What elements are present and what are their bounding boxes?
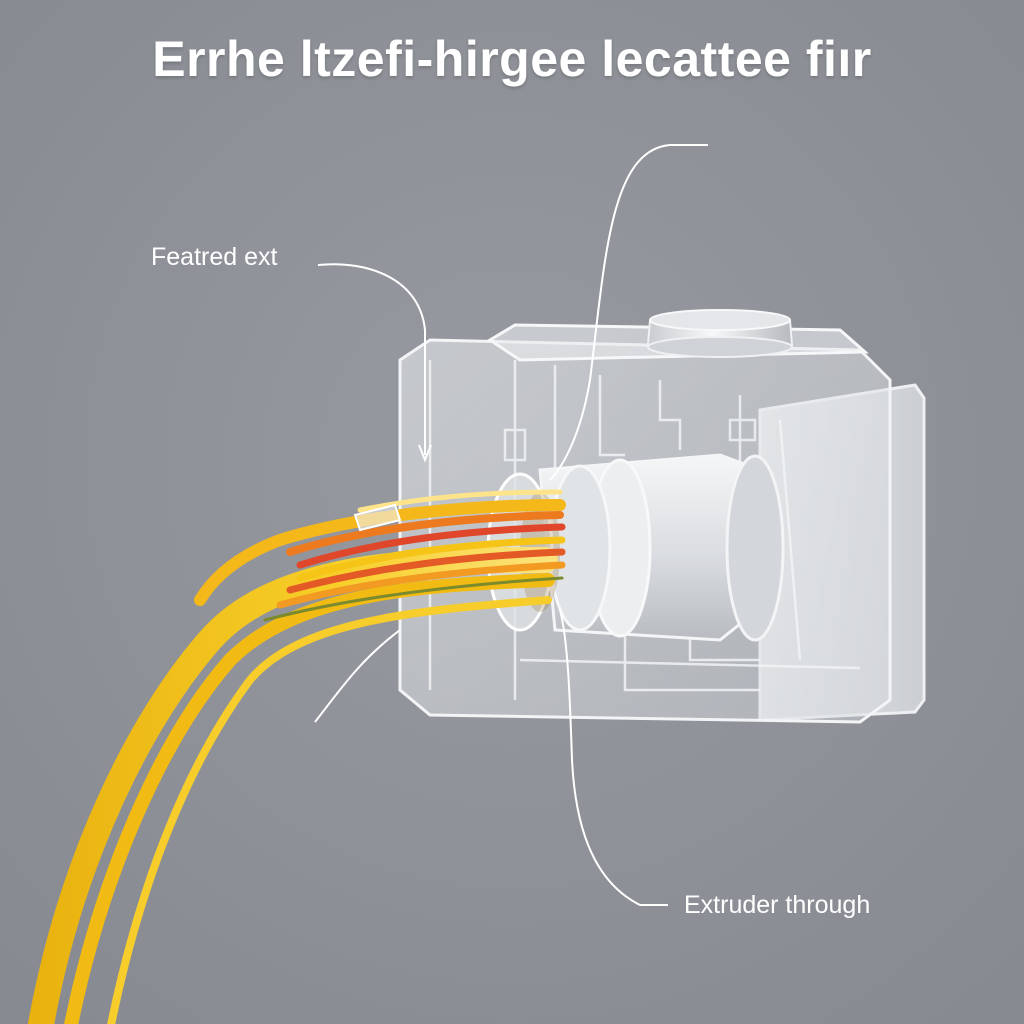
filament-guide-clip [353, 503, 402, 532]
leader-line-extruder [559, 609, 668, 906]
filament-strand [286, 511, 564, 556]
top-feed-cap [646, 309, 794, 358]
filament-strand [296, 536, 566, 582]
filament-strand [276, 561, 566, 609]
filament-strand [107, 596, 552, 1024]
page-title: Errhe ltzefi-hirgee lecattee fiır [152, 31, 872, 87]
leader-arrow-featured [418, 444, 432, 463]
callout-featured-ext: Featred ext [151, 243, 278, 271]
filament-strand [296, 523, 566, 569]
filament-bundle [27, 489, 566, 1024]
filament-strand [357, 489, 563, 513]
filament-strand [64, 573, 555, 1024]
filament-strand [263, 576, 564, 622]
filament-strand [286, 548, 566, 594]
filament-strand [194, 499, 566, 606]
leader-lines [314, 144, 708, 906]
callout-extruder-through: Extruder through [684, 891, 871, 919]
leader-line-featured [317, 263, 426, 455]
leader-line-top [549, 144, 708, 481]
leader-line-lower [314, 629, 401, 723]
